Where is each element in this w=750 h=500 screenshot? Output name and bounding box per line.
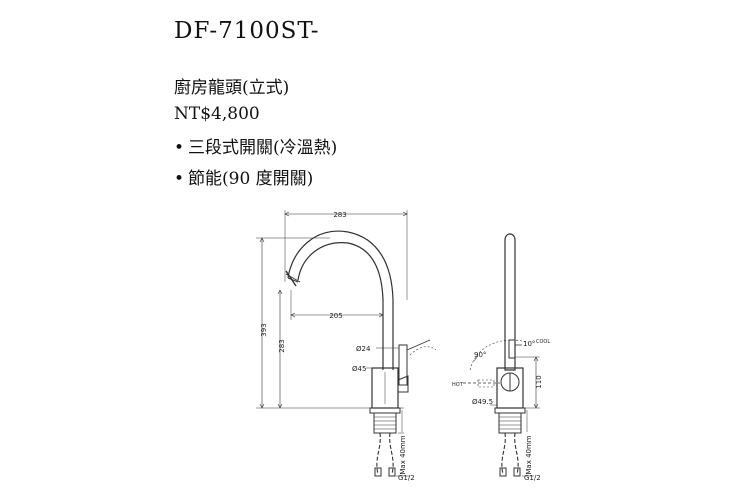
feature-item: •節能(90 度開關) (174, 164, 313, 189)
bullet-icon: • (174, 169, 185, 189)
product-price: NT$4,800 (174, 104, 260, 124)
product-name: 廚房龍頭(立式) (174, 78, 290, 98)
feature-item: •三段式開關(冷溫熱) (174, 133, 337, 158)
dim-handle-diameter: Ø24 (356, 345, 371, 353)
dim-total-height: 393 (260, 323, 268, 336)
dim-spout-height: 283 (278, 339, 286, 352)
dim-width: 283 (333, 211, 346, 219)
feature-text: 節能(90 度開關) (188, 169, 314, 189)
dim-reach: 205 (329, 312, 342, 320)
dim-base-diameter: Ø49.5 (472, 398, 493, 406)
side-view (256, 210, 437, 477)
front-view (463, 233, 540, 477)
angle-cool: 10° (523, 340, 535, 348)
dim-max-length: Max 40mm (399, 435, 407, 474)
bullet-icon: • (174, 138, 185, 158)
thread-label: G1/2 (524, 474, 541, 482)
feature-text: 三段式開關(冷溫熱) (188, 138, 338, 158)
model-number: DF-7100ST- (174, 18, 320, 44)
cool-label: COOL (536, 339, 550, 345)
thread-label: G1/2 (398, 474, 415, 482)
hot-label: HOT (452, 382, 464, 388)
angle-hot: 90° (474, 351, 486, 359)
dim-body-diameter: Ø45 (352, 365, 366, 373)
dim-front-height: 110 (535, 375, 543, 388)
dim-max-length: Max 40mm (525, 435, 533, 474)
